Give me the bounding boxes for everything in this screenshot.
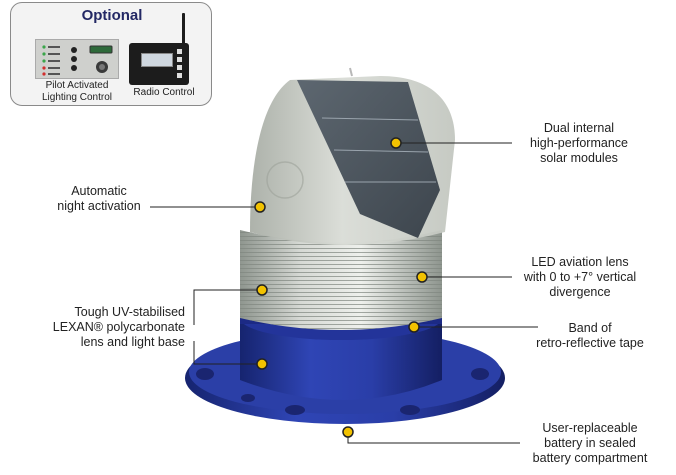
radio-button: [177, 57, 182, 62]
callout-line: retro-reflective tape: [536, 336, 644, 350]
radio-button: [177, 49, 182, 54]
callout-line: LED aviation lens: [531, 255, 629, 269]
band-marker: [408, 321, 420, 333]
callout-line: Automatic: [71, 184, 127, 198]
pilot-caption-line-1: Pilot Activated: [45, 80, 109, 91]
callout-night-activation: Automatic night activation: [34, 184, 164, 214]
callout-line: night activation: [57, 199, 141, 213]
solar-marker: [390, 137, 402, 149]
callout-battery: User-replaceable battery in sealed batte…: [520, 421, 660, 466]
radio-button: [177, 65, 182, 70]
radio-control-device-image: [129, 43, 189, 85]
tough-base-marker: [256, 358, 268, 370]
callout-line: with 0 to +7° vertical: [523, 270, 637, 284]
optional-accessories-panel: Optional Pilot Activated Lighting Contro…: [10, 2, 212, 106]
pilot-activated-lighting-device-image: [35, 39, 119, 79]
callout-solar-modules: Dual internal high-performance solar mod…: [514, 121, 644, 166]
callout-tough-lexan: Tough UV-stabilised LEXAN® polycarbonate…: [20, 305, 185, 350]
callout-line: battery compartment: [532, 451, 648, 465]
callout-line: Dual internal: [543, 121, 615, 135]
optional-title: Optional: [81, 7, 143, 24]
callout-line: lens and light base: [80, 335, 185, 349]
callout-led-lens: LED aviation lens with 0 to +7° vertical…: [510, 255, 650, 300]
pilot-activated-caption: Pilot Activated Lighting Control: [23, 80, 131, 104]
callout-line: User-replaceable: [542, 421, 638, 435]
callout-line: solar modules: [540, 151, 618, 165]
tough-leader-lower: [193, 341, 262, 365]
led-lens: [240, 230, 442, 330]
radio-button: [177, 73, 182, 78]
callout-line: high-performance: [530, 136, 628, 150]
callout-line: Band of: [568, 321, 612, 335]
battery-marker: [342, 426, 354, 438]
callout-markers: [254, 137, 428, 438]
callout-line: Tough UV-stabilised: [74, 305, 185, 319]
led-marker: [416, 271, 428, 283]
callout-line: battery in sealed: [544, 436, 636, 450]
radio-control-caption: Radio Control: [133, 87, 195, 98]
pilot-caption-line-2: Lighting Control: [41, 92, 113, 103]
solar-dome: [250, 67, 455, 245]
callout-line: divergence: [549, 285, 611, 299]
battery-leader: [347, 432, 520, 444]
tough-leader-upper: [193, 289, 262, 325]
callout-line: LEXAN® polycarbonate: [52, 320, 185, 334]
radio-antenna: [182, 13, 185, 45]
tough-lens-marker: [256, 284, 268, 296]
pilot-device-illustration: [42, 45, 113, 76]
night-marker: [254, 201, 266, 213]
callout-reflective-band: Band of retro-reflective tape: [520, 321, 660, 351]
radio-screen: [141, 53, 173, 67]
